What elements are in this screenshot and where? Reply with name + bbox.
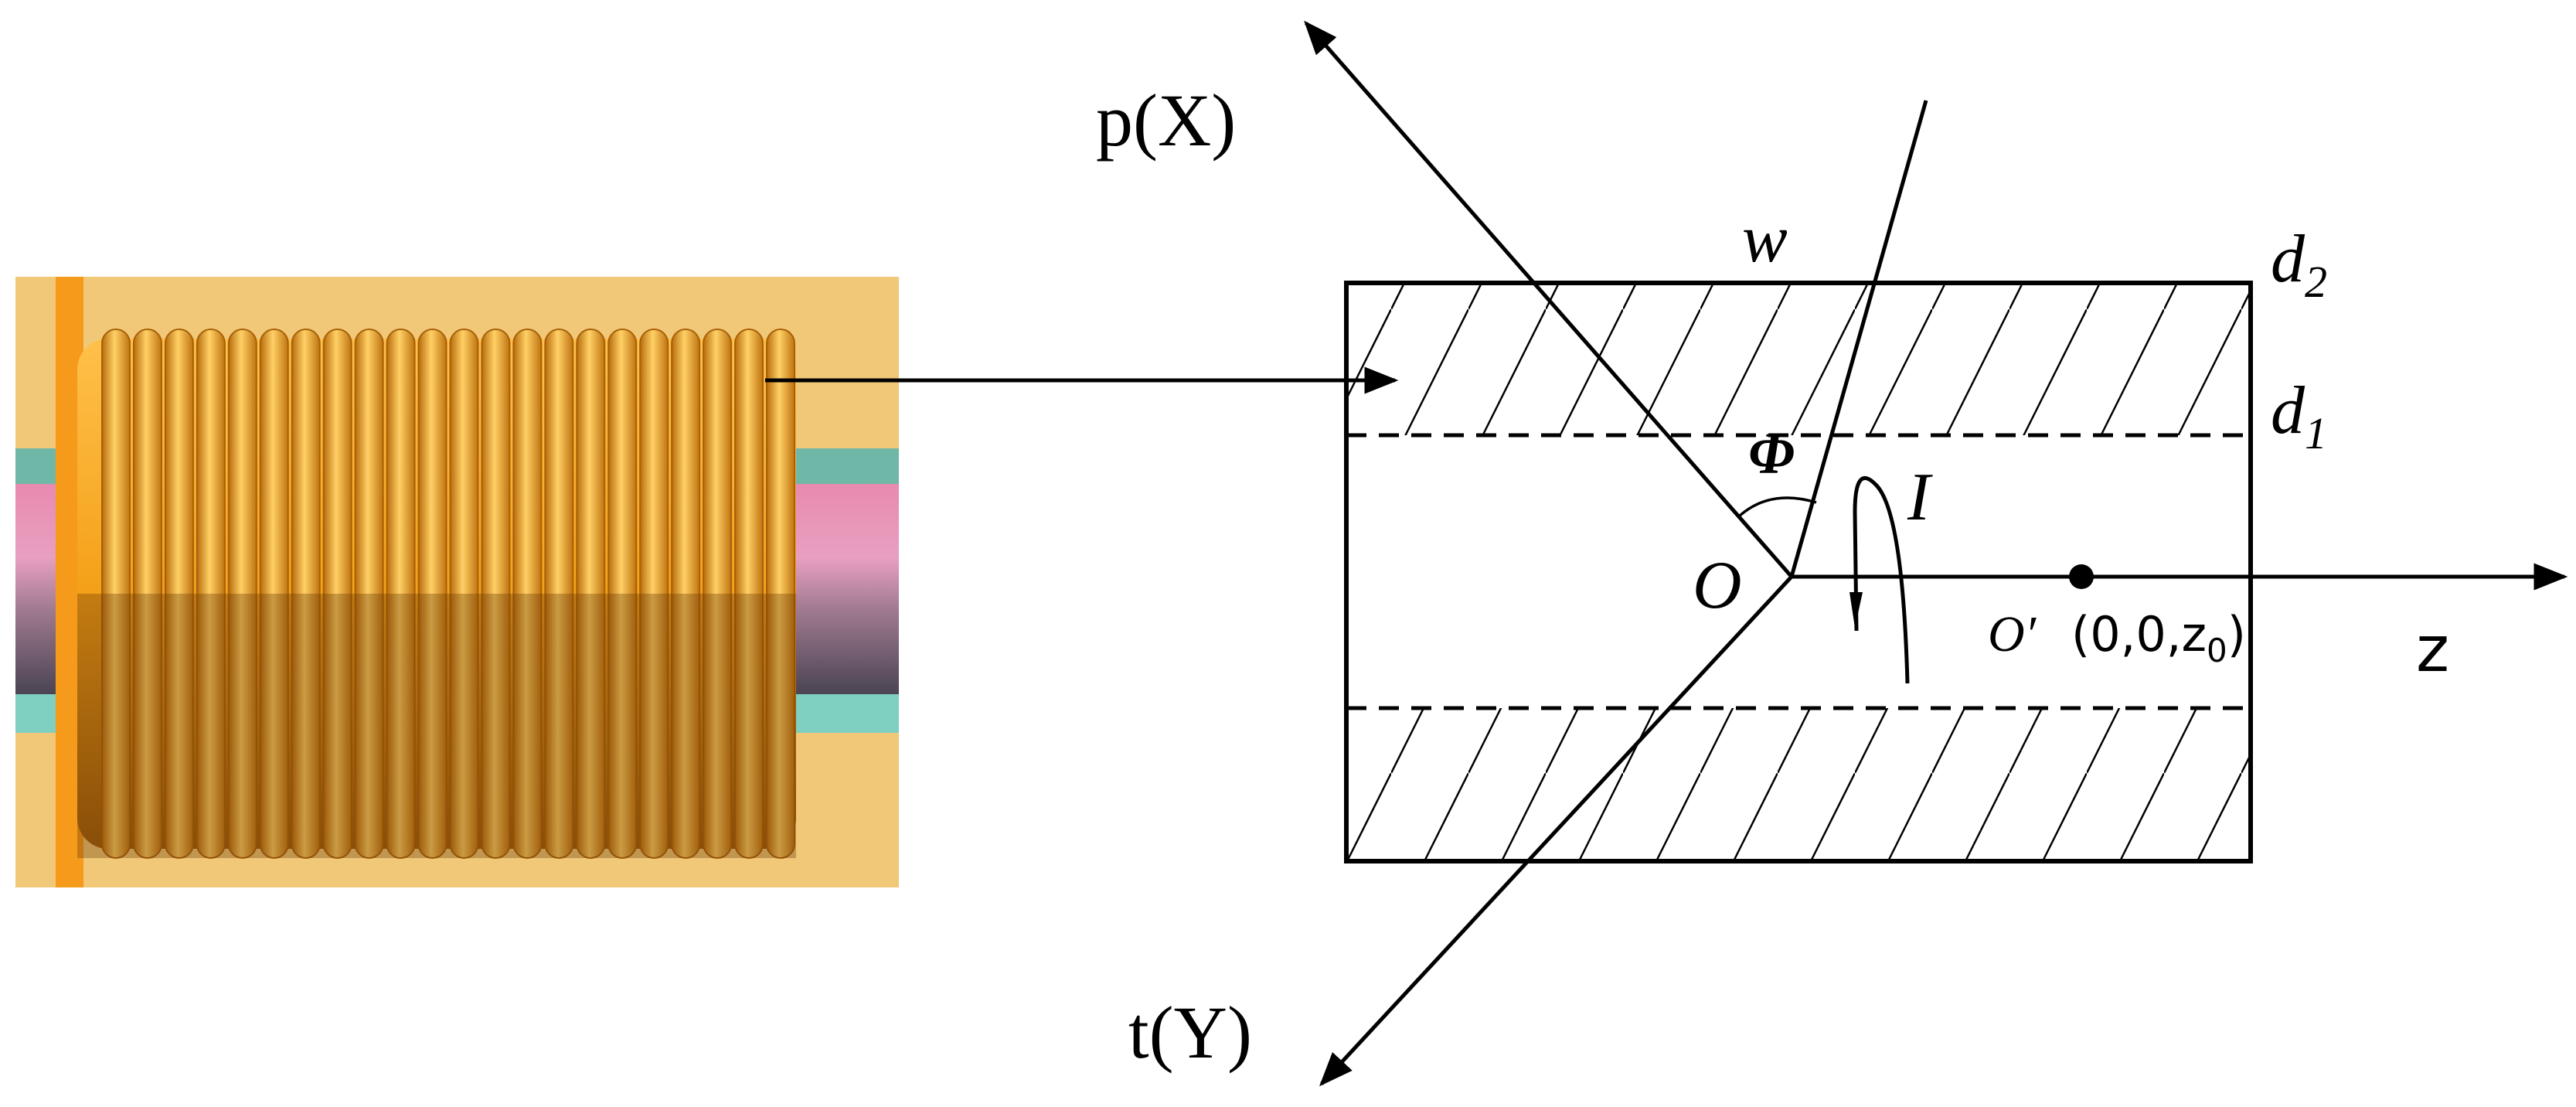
z-axis-label: z (2416, 613, 2449, 686)
origin-prime-coord: (0,0,z0) (2071, 606, 2246, 669)
coil-shade (77, 594, 796, 858)
d2-label: d2 (2271, 222, 2327, 307)
t-axis (1319, 575, 1793, 1087)
coil-turn (449, 329, 479, 859)
coil-turn (386, 329, 416, 859)
inner-bore (1349, 435, 2249, 708)
coil-turn (766, 329, 795, 859)
coil-turn (322, 329, 352, 859)
coil-turn (734, 329, 764, 859)
t-axis-label: t(Y) (1128, 991, 1252, 1074)
coil-turn (101, 329, 131, 859)
current-arrow (1849, 592, 1863, 628)
width-label: w (1742, 202, 1788, 277)
solenoid-image (15, 277, 899, 887)
coil-turn (671, 329, 701, 859)
coil-turn (703, 329, 733, 859)
coil-turn (354, 329, 384, 859)
coil-turn (607, 329, 638, 859)
coil-turn (544, 329, 574, 859)
p-axis (1304, 20, 1793, 578)
coil-turn (481, 329, 511, 859)
origin-prime-label: O′ (1988, 606, 2037, 662)
coil-turn (291, 329, 321, 859)
coil-outline (1344, 281, 2253, 863)
coil-turn (132, 329, 162, 859)
phi-angle-arc (1737, 496, 1817, 518)
origin-label: O (1693, 548, 1742, 623)
d1-label: d1 (2271, 373, 2327, 458)
coil-turn (512, 329, 543, 859)
radial-line (1789, 100, 1928, 577)
coil-turn (227, 329, 257, 859)
coil-turn (164, 329, 194, 859)
current-loop (1853, 475, 1910, 684)
coil-turn (576, 329, 606, 859)
o-prime-point (2069, 564, 2094, 589)
coil-turn (639, 329, 669, 859)
coil-turn (417, 329, 447, 859)
coil-turn (259, 329, 289, 859)
p-axis-label: p(X) (1096, 79, 1236, 162)
phi-label: Φ (1748, 421, 1795, 486)
coil-turns (77, 329, 796, 859)
cross-section (1344, 281, 2253, 863)
current-label: I (1907, 460, 1933, 535)
coil-turn (196, 329, 226, 859)
